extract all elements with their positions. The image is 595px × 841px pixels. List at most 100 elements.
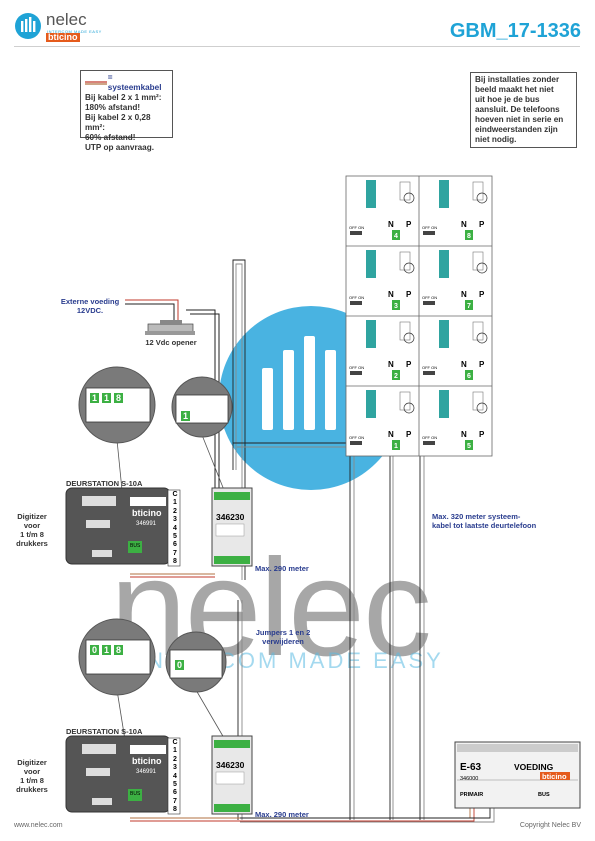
digitizer-line: voor [23,767,41,776]
phone-number: 5 [467,443,471,450]
label-jumpers-line: Jumpers 1 en 2 [255,628,311,637]
psu-code: 346000 [460,776,479,782]
door-station-top [65,487,181,567]
phone-switch-label: OFF ON [349,295,364,300]
module-346230-top [211,487,253,567]
door-logo-bottom: bticino [132,756,162,766]
phone-p-label: P [406,430,412,439]
terminal-label: 4 [173,772,177,780]
label-jumpers: Jumpers 1 en 2 verwijderen [243,628,323,646]
brand-logo: nelec INTERCOM MADE EASY bticino [14,10,124,42]
digitizer-line: drukkers [16,785,48,794]
brand-name: nelec [46,10,87,29]
terminal-label: 3 [173,764,177,772]
phone-p-label: P [479,430,485,439]
dip-digit: 1 [90,393,100,403]
phone-number: 6 [467,373,471,380]
phone-cell: N P OFF ON 8 [422,180,488,240]
zoom-digitizer-bottom [78,618,156,741]
terminal-label: 1 [173,747,177,755]
digitizer-line: drukkers [16,539,48,548]
dip-digit: 8 [114,393,124,403]
brand-logo-icon [15,13,41,39]
phone-n-label: N [388,430,394,439]
phone-switch-label: OFF ON [349,225,364,230]
label-max-320: Max. 320 meter systeem- kabel tot laatst… [432,512,536,530]
module-id-bottom: 346230 [216,760,245,770]
door-station-bottom [65,735,181,815]
phone-switch-label: OFF ON [422,365,437,370]
note-bus-line: hoeven niet in serie en [475,115,564,124]
phone-n-label: N [388,360,394,369]
zoom-module-top [171,376,233,491]
phone-cell: N P OFF ON 6 [422,320,488,380]
phone-p-label: P [479,360,485,369]
note-bus-line: aansluit. De telefoons [475,105,560,114]
label-max-320-line: Max. 320 meter systeem- [432,512,521,521]
terminal-label: 8 [173,806,177,814]
zoom-digit-module-top: 1 [181,411,191,421]
phone-n-label: N [388,220,394,229]
phone-p-label: P [406,360,412,369]
terminal-label: 6 [173,789,177,797]
phone-p-label: P [406,290,412,299]
note-cable-line: Bij kabel 2 x 0,28 mm²: [85,113,151,132]
note-bus-line: Bij installaties zonder [475,75,560,84]
phone-n-label: N [461,290,467,299]
digitizer-line: Digitizer [17,758,47,767]
terminal-label: C [172,739,178,746]
phone-n-label: N [461,430,467,439]
digitizer-line: Digitizer [17,512,47,521]
psu-bus: BUS [538,792,550,798]
terminal-label: 3 [173,516,177,524]
phone-switch-label: OFF ON [349,365,364,370]
terminal-label: 5 [173,533,177,541]
psu-label: VOEDING [514,762,554,772]
psu-primair: PRIMAIR [460,792,484,798]
note-cable-line: Bij kabel 2 x 1 mm²: [85,93,162,102]
digitizer-line: 1 t/m 8 [20,530,44,539]
note-bus-line: uit hoe je de bus [475,95,540,104]
phone-n-label: N [461,360,467,369]
zoom-digits-top: 1 1 8 [90,393,124,403]
terminal-label: 7 [173,549,177,557]
note-bus: Bij installaties zonder beeld maakt het … [470,72,577,148]
module-id-top: 346230 [216,512,245,522]
footer-url[interactable]: www.nelec.com [14,822,63,829]
brand-tagline: INTERCOM MADE EASY [47,29,102,34]
phone-p-label: P [479,220,485,229]
document-id: GBM_17-1336 [449,20,581,42]
dip-digit: 1 [102,645,112,655]
phone-number: 2 [394,373,398,380]
label-external-power-line: Externe voeding [60,297,120,306]
phone-number: 3 [394,303,398,310]
footer-copyright: Copyright Nelec BV [519,822,581,829]
note-bus-line: beeld maakt het niet [475,85,554,94]
module-346230-bottom [211,735,253,815]
terminal-label: 7 [173,797,177,805]
phone-n-label: N [461,220,467,229]
note-cable-line: 60% afstand! [85,133,136,142]
terminal-label: 2 [173,507,177,515]
terminal-label: C [172,491,178,498]
terminal-label: 4 [173,524,177,532]
digitizer-line: voor [23,521,41,530]
note-cable-line: 180% afstand! [85,103,141,112]
label-max-290-top: Max. 290 meter [255,564,309,573]
phone-switch-label: OFF ON [422,225,437,230]
terminal-label: 1 [173,499,177,507]
phone-number: 8 [467,233,471,240]
note-cable-title-row: = systeemkabel [85,73,168,93]
note-cable-line: UTP op aanvraag. [85,143,155,152]
header-divider [14,46,580,47]
phone-switch-label: OFF ON [422,295,437,300]
phone-switch-label: OFF ON [349,435,364,440]
